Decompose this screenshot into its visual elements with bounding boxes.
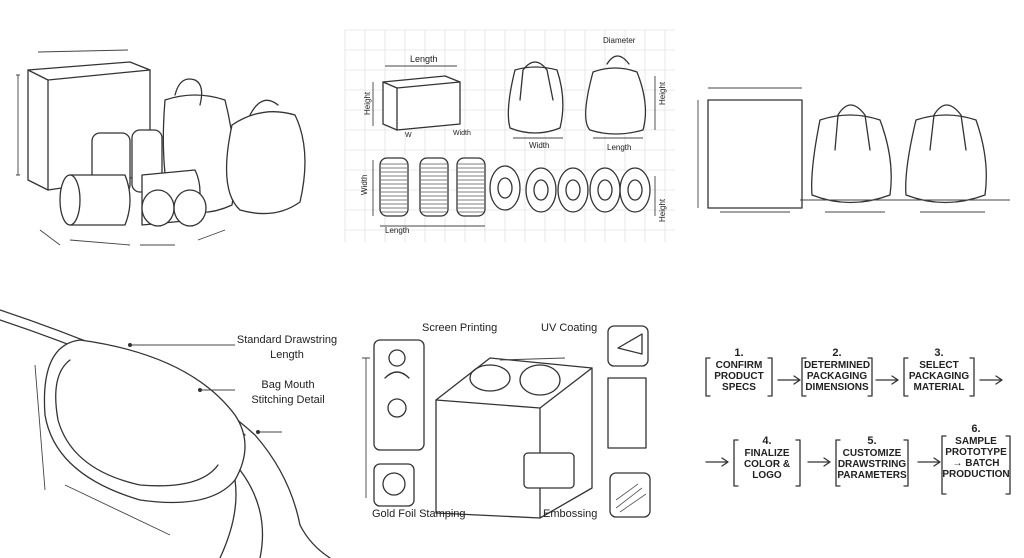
label-height-left: Height: [363, 91, 372, 115]
step-6-number: 6.: [971, 423, 981, 435]
step-5-text: CUSTOMIZE DRAWSTRING PARAMETERS: [837, 448, 907, 481]
process-step-5: 5. CUSTOMIZE DRAWSTRING PARAMETERS: [837, 435, 907, 482]
step-3-text: SELECT PACKAGING MATERIAL: [908, 360, 970, 393]
panel-process-flow: 1. CONFIRM PRODUCT SPECS 2. DETERMINED P…: [700, 340, 1024, 500]
arrow-right-icon: [777, 375, 801, 385]
step-3-number: 3.: [934, 347, 944, 359]
label-uv-coating: UV Coating: [541, 322, 598, 334]
label-diameter: Diameter: [603, 36, 636, 45]
panel-box-and-bags: [690, 60, 1024, 230]
step-2-number: 2.: [832, 347, 842, 359]
callout-bag-mouth-stitching-text: Bag Mouth Stitching Detail: [251, 379, 325, 406]
product-sketch-drawing: [16, 49, 306, 246]
step-1-text: CONFIRM PRODUCT SPECS: [714, 360, 764, 393]
label-width-box: Width: [453, 130, 471, 137]
process-step-6: 6. SAMPLE PROTOTYPE → BATCH PRODUCTION: [942, 423, 1010, 481]
step-6-text: SAMPLE PROTOTYPE → BATCH PRODUCTION: [942, 436, 1010, 480]
bag-closeup-drawing: [0, 309, 331, 558]
step-4-number: 4.: [762, 435, 772, 447]
label-height-rolls: Height: [658, 198, 667, 222]
step-4-text: FINALIZE COLOR & LOGO: [743, 448, 791, 481]
label-embossing: Embossing: [543, 508, 598, 520]
process-arrows: [705, 357, 1011, 495]
label-width-pouch: Width: [529, 141, 550, 150]
process-step-4: 4. FINALIZE COLOR & LOGO: [736, 435, 798, 482]
printing-techniques-drawing: [362, 325, 651, 519]
process-step-3: 3. SELECT PACKAGING MATERIAL: [906, 347, 972, 394]
process-step-2: 2. DETERMINED PACKAGING DIMENSIONS: [803, 347, 871, 394]
panel-bag-closeup: Standard Drawstring Length Bag Mouth Sti…: [0, 295, 340, 558]
step-5-number: 5.: [867, 435, 877, 447]
step-1-number: 1.: [734, 347, 744, 359]
dimension-grid-drawing: [344, 29, 675, 242]
panel-printing-techniques: Screen Printing UV Coating Gold Foil Sta…: [350, 318, 680, 528]
label-gold-foil: Gold Foil Stamping: [372, 508, 466, 520]
label-length-pouch: Length: [607, 143, 632, 152]
label-width-rolls: Width: [360, 174, 369, 195]
label-w-box: W: [405, 132, 412, 139]
label-length-rolls: Length: [385, 226, 410, 235]
callout-drawstring-length: Standard Drawstring Length: [232, 333, 342, 363]
label-length-top: Length: [410, 54, 438, 64]
step-2-text: DETERMINED PACKAGING DIMENSIONS: [803, 360, 871, 393]
callout-bag-mouth-stitching: Bag Mouth Stitching Detail: [240, 378, 336, 408]
logo-icon: [382, 472, 406, 496]
box-and-bags-drawing: [697, 87, 1010, 213]
user-icon: [388, 349, 406, 367]
process-step-1: 1. CONFIRM PRODUCT SPECS: [708, 347, 770, 394]
callout-drawstring-length-text: Standard Drawstring Length: [236, 334, 338, 361]
panel-product-sketch: [0, 30, 330, 250]
panel-dimension-grid: Length Height Diameter Width Length W Wi…: [344, 29, 675, 242]
label-height-pouch: Height: [658, 81, 667, 105]
label-screen-printing: Screen Printing: [422, 322, 498, 334]
